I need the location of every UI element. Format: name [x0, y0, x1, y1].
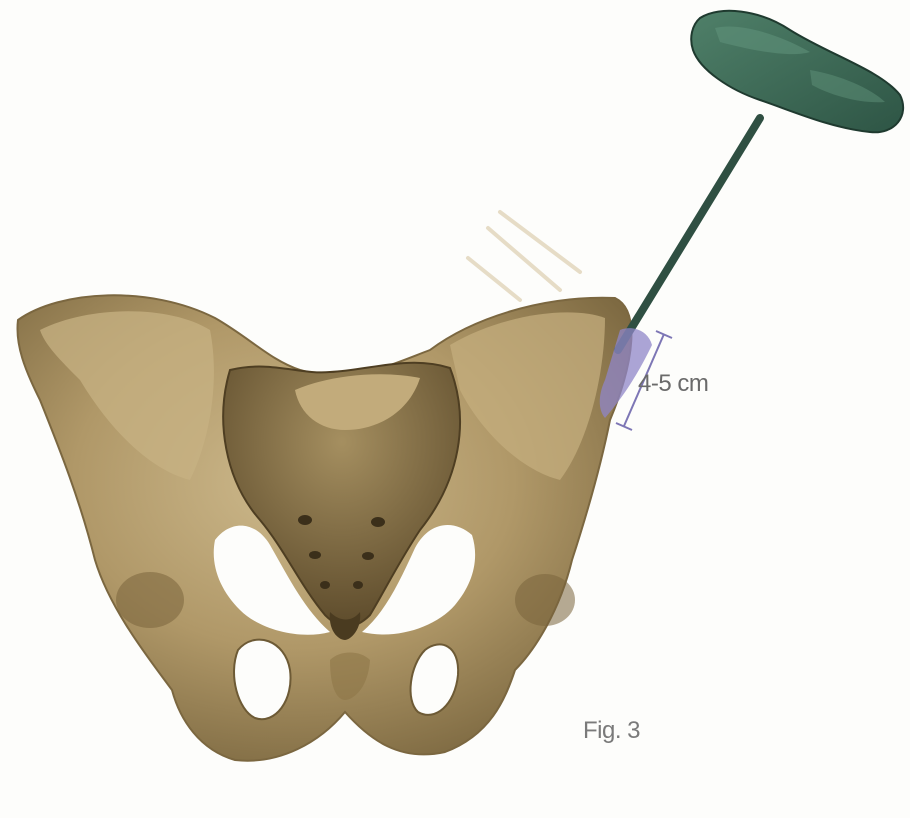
measurement-label: 4-5 cm: [638, 370, 708, 398]
guide-wires: [468, 212, 580, 300]
pelvis-bone: [17, 295, 631, 760]
figure-caption: Fig. 3: [583, 717, 640, 745]
instrument-shaft: [618, 118, 760, 350]
t-handle-instrument: [618, 11, 903, 350]
